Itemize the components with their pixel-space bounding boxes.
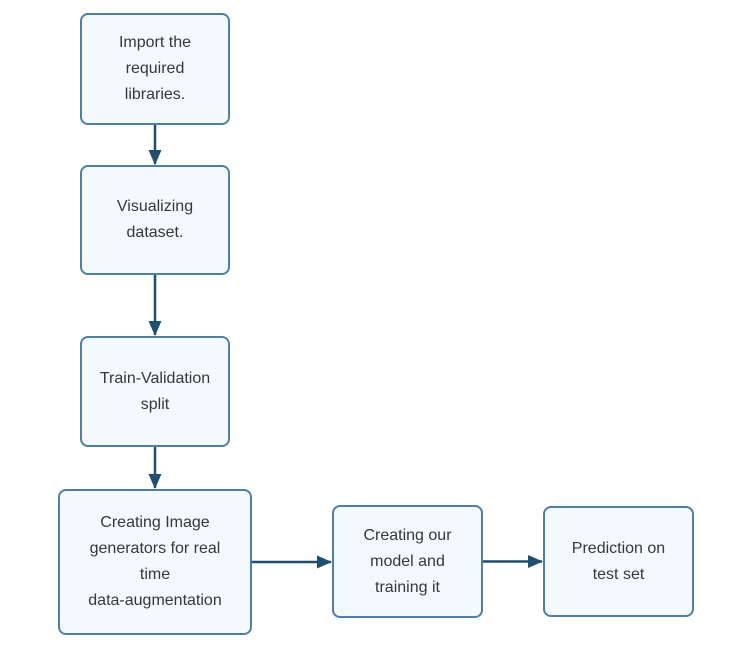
flow-step-import-libraries: Import the required libraries. [80, 13, 230, 125]
flow-step-create-train-model: Creating our model and training it [332, 505, 483, 618]
flow-step-visualizing-dataset: Visualizing dataset. [80, 165, 230, 275]
flow-step-image-generators-augmentation: Creating Image generators for real time … [58, 489, 252, 635]
flow-step-label: Import the required libraries. [118, 34, 192, 103]
flow-step-prediction-test-set: Prediction on test set [543, 506, 694, 617]
flow-step-label: Visualizing dataset. [116, 198, 194, 241]
flow-step-label: Creating Image generators for real time … [88, 514, 222, 609]
flow-step-label: Creating our model and training it [363, 526, 452, 596]
flow-step-label: Train-Validation split [99, 369, 211, 413]
flow-step-train-validation-split: Train-Validation split [80, 336, 230, 447]
flow-step-label: Prediction on test set [571, 539, 666, 583]
